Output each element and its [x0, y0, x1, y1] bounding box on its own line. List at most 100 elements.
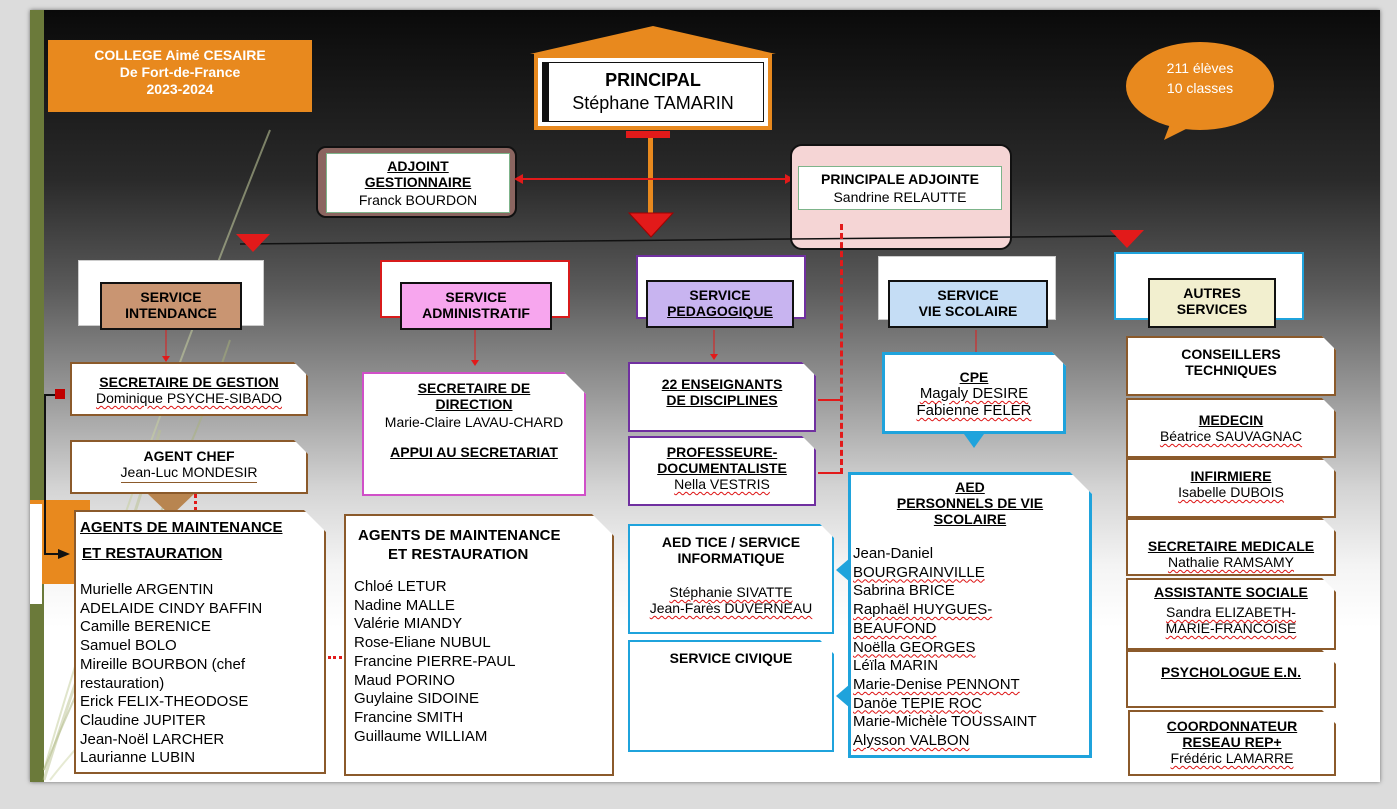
aed-tice-name-2: Jean-Farès DUVERNEAU — [649, 600, 813, 616]
list-item: BEAUFOND — [853, 619, 937, 637]
appui-secretariat: APPUI AU SECRETARIAT — [390, 444, 558, 460]
list-item: Jean-Daniel — [853, 545, 934, 562]
infirmiere-box: INFIRMIERE Isabelle DUBOIS — [1126, 458, 1336, 518]
principal-roof — [530, 26, 776, 54]
secretaire-direction-name: Marie-Claire LAVAU-CHARD — [384, 414, 564, 430]
cpe-name-2: Fabienne FELER — [916, 402, 1032, 419]
adjoint-gestionnaire-box: ADJOINT GESTIONNAIRE Franck BOURDON — [316, 146, 517, 218]
org-chart-slide: COLLEGE Aimé CESAIRE De Fort-de-France 2… — [30, 10, 1380, 782]
agents-administratif-box: AGENTS DE MAINTENANCE ET RESTAURATION Ch… — [344, 514, 614, 776]
list-item: Marie-Michèle TOUSSAINT — [853, 713, 1037, 731]
documentaliste-name: Nella VESTRIS — [674, 476, 770, 492]
cpe-title: CPE — [959, 369, 989, 385]
white-strip — [30, 504, 42, 604]
college-name: COLLEGE Aimé CESAIRE — [94, 47, 266, 63]
list-item: Chloé LETUR — [354, 578, 447, 595]
service-civique-box: SERVICE CIVIQUE — [628, 640, 834, 752]
principale-adjointe-name: Sandrine RELAUTTE — [833, 189, 967, 205]
list-item: Guillaume WILLIAM — [354, 727, 488, 745]
service-autres-l2: SERVICES — [1176, 301, 1248, 317]
service-vie-scolaire-l2: VIE SCOLAIRE — [918, 303, 1018, 319]
list-item: Alysson VALBON — [853, 732, 970, 750]
aed-side-arrows — [836, 558, 850, 708]
conseillers-l2: TECHNIQUES — [1185, 362, 1277, 378]
bracket-top — [46, 394, 60, 396]
college-city: De Fort-de-France — [119, 64, 241, 80]
aed-box: AED PERSONNELS DE VIE SCOLAIRE Jean-Dani… — [848, 472, 1092, 758]
coordonnateur-l2: RESEAU REP+ — [1182, 734, 1282, 750]
services-line — [236, 230, 1144, 252]
list-item: BOURGRAINVILLE — [853, 563, 985, 581]
secretaire-gestion-title: SECRETAIRE DE GESTION — [99, 374, 279, 390]
infirmiere-name: Isabelle DUBOIS — [1178, 484, 1284, 500]
list-item: Erick FELIX-THEODOSE — [80, 693, 249, 711]
list-item: Mireille BOURBON (chef — [80, 655, 246, 673]
secretaire-direction-box: SECRETAIRE DE DIRECTION Marie-Claire LAV… — [362, 372, 586, 496]
medecin-name: Béatrice SAUVAGNAC — [1159, 428, 1303, 444]
agents-administratif-title-1: AGENTS DE MAINTENANCE — [358, 527, 561, 544]
agent-chef-name: Jean-Luc MONDESIR — [121, 464, 258, 483]
service-administratif-header: SERVICE ADMINISTRATIF — [400, 282, 552, 330]
list-item: Danöe TEPIE ROC — [853, 694, 982, 712]
cpe-arrow — [964, 434, 984, 448]
list-item: Laurianne LUBIN — [80, 749, 196, 767]
service-intendance-header: SERVICE INTENDANCE — [100, 282, 242, 330]
documentaliste-l1: PROFESSEURE- — [666, 444, 778, 460]
secretaire-gestion-box: SECRETAIRE DE GESTION Dominique PSYCHE-S… — [70, 362, 308, 416]
list-item: Camille BERENICE — [80, 618, 211, 636]
psychologue-title: PSYCHOLOGUE E.N. — [1160, 664, 1302, 680]
documentaliste-l2: DOCUMENTALISTE — [657, 460, 787, 476]
agent-chef-title: AGENT CHEF — [143, 448, 235, 464]
list-item: Léïla MARIN — [853, 657, 939, 675]
agents-administratif-list: Chloé LETUR Nadine MALLE Valérie MIANDY … — [354, 578, 612, 746]
agents-intendance-box: AGENTS DE MAINTENANCE ET RESTAURATION Mu… — [74, 510, 326, 774]
principal-box: PRINCIPAL Stéphane TAMARIN — [534, 54, 772, 130]
secretaire-medicale-name: Nathalie RAMSAMY — [1167, 554, 1295, 570]
service-autres-l1: AUTRES — [1183, 285, 1241, 301]
conseillers-box: CONSEILLERS TECHNIQUES — [1126, 336, 1336, 396]
aed-list: Jean-Daniel BOURGRAINVILLE Sabrina BRICE… — [851, 545, 1089, 751]
service-pedagogique-l2: PEDAGOGIQUE — [667, 303, 773, 319]
enseignants-box: 22 ENSEIGNANTS DE DISCIPLINES — [628, 362, 816, 432]
bracket-marker — [55, 389, 65, 399]
list-item: Samuel BOLO — [80, 637, 177, 655]
aed-title-3: SCOLAIRE — [933, 511, 1007, 527]
aed-tice-box: AED TICE / SERVICE INFORMATIQUE Stéphani… — [628, 524, 834, 634]
connector-bar — [626, 131, 670, 138]
class-count: 10 classes — [1166, 80, 1234, 96]
medecin-box: MEDECIN Béatrice SAUVAGNAC — [1126, 398, 1336, 458]
coordonnateur-l1: COORDONNATEUR — [1166, 718, 1298, 734]
agents-administratif-title-2: ET RESTAURATION — [388, 546, 529, 563]
service-vie-scolaire-l1: SERVICE — [937, 287, 999, 303]
aed-title-1: AED — [955, 479, 985, 495]
adjointe-dashed-link — [840, 224, 843, 474]
list-item: Claudine JUPITER — [80, 711, 206, 729]
secretaire-gestion-name: Dominique PSYCHE-SIBADO — [96, 390, 282, 406]
psychologue-box: PSYCHOLOGUE E.N. — [1126, 650, 1336, 708]
bracket-vertical — [44, 394, 46, 555]
list-item: Noëlla GEORGES — [853, 638, 976, 656]
service-civique-title: SERVICE CIVIQUE — [669, 650, 793, 666]
list-item: Raphaël HUYGUES- — [853, 601, 993, 619]
link-enseignants — [818, 399, 842, 401]
secretaire-direction-title-1: SECRETAIRE DE — [417, 380, 531, 396]
service-pedagogique-l1: SERVICE — [689, 287, 751, 303]
agents-intendance-list: Murielle ARGENTIN ADELAIDE CINDY BAFFIN … — [80, 581, 324, 768]
list-item: Francine PIERRE-PAUL — [354, 652, 516, 670]
agent-chef-box: AGENT CHEF Jean-Luc MONDESIR — [70, 440, 308, 494]
peer-link-arrows — [514, 174, 794, 184]
link-documentaliste — [818, 472, 842, 474]
aed-tice-name-1: Stéphanie SIVATTE — [669, 584, 793, 600]
cpe-name-1: Magaly DESIRE — [919, 385, 1029, 402]
service-vie-scolaire-header: SERVICE VIE SCOLAIRE — [888, 280, 1048, 328]
principal-title: PRINCIPAL — [605, 70, 701, 90]
list-item: Marie-Denise PENNONT — [853, 675, 1020, 693]
student-count: 211 élèves — [1166, 60, 1234, 76]
secretaire-medicale-title: SECRETAIRE MEDICALE — [1147, 538, 1315, 554]
assistante-sociale-name-2: MARIE-FRANCOISE — [1165, 620, 1297, 636]
infirmiere-title: INFIRMIERE — [1190, 468, 1272, 484]
list-item: Guylaine SIDOINE — [354, 690, 480, 708]
principale-adjointe-box: PRINCIPALE ADJOINTE Sandrine RELAUTTE — [790, 144, 1012, 250]
agents-link — [328, 656, 348, 659]
bracket-bottom — [46, 553, 62, 555]
